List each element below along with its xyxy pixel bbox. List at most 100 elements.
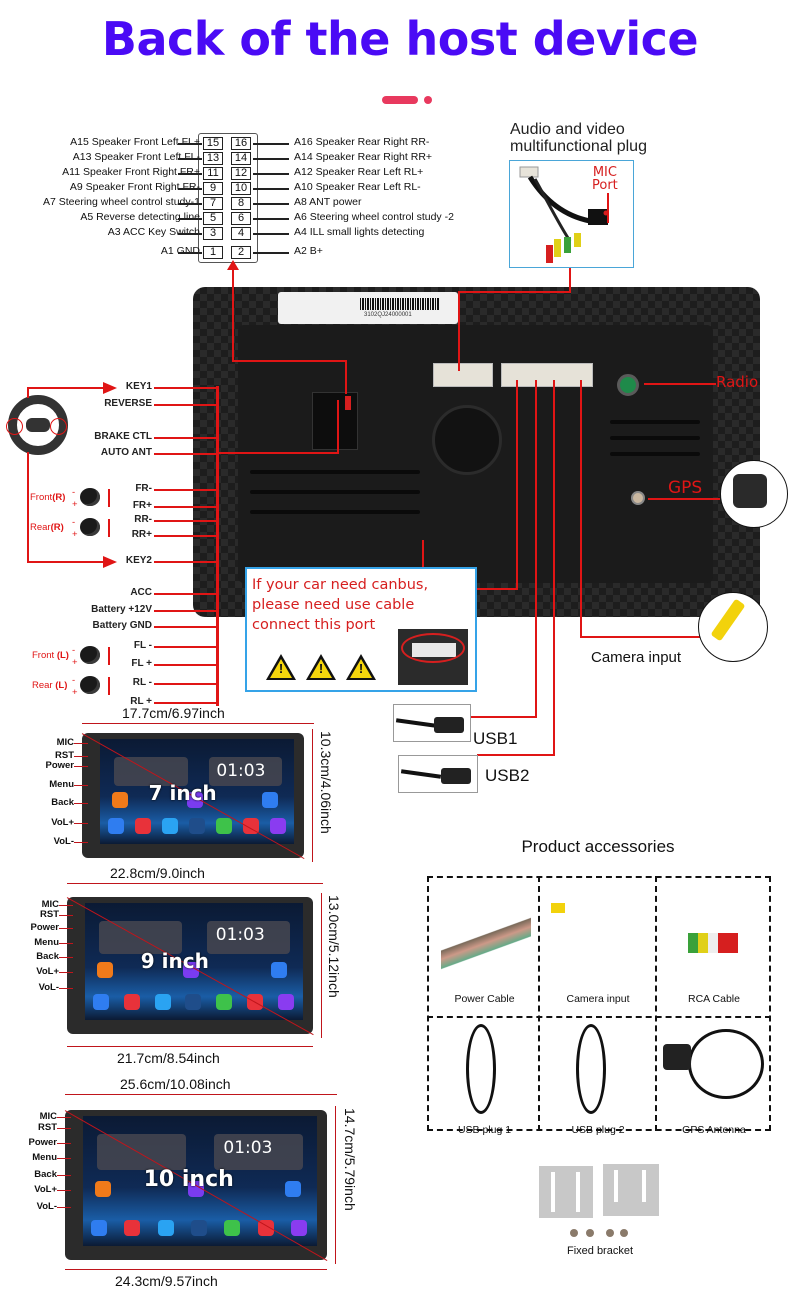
- warning-exclamation: !: [278, 661, 284, 676]
- wire-label: KEY1: [125, 381, 152, 392]
- rca-cable-icon: [688, 933, 738, 953]
- accessories-title: Product accessories: [521, 837, 675, 856]
- pin-number: 7: [203, 197, 223, 210]
- dimension-line: [321, 893, 322, 1038]
- key2-wire-down: [27, 452, 29, 562]
- speaker-label: Rear(R): [30, 522, 64, 533]
- dimension-line: [312, 729, 313, 862]
- side-button-label: VoL+: [36, 966, 59, 977]
- pin-label: A6 Steering wheel control study -2: [294, 211, 454, 223]
- pin-number: 15: [203, 137, 223, 150]
- side-button-pointer: [59, 905, 73, 906]
- wire-lead: [154, 610, 218, 612]
- screen-size-label: 7 inch: [148, 780, 217, 805]
- usb-cable: [395, 718, 437, 728]
- pin-label: A3 ACC Key Switch: [107, 226, 200, 238]
- side-button-label: VoL+: [51, 817, 74, 828]
- app-icon: [188, 818, 205, 834]
- pin-lead: [178, 188, 202, 190]
- pin-number: 4: [231, 227, 251, 240]
- harness-wire-horizontal: [232, 360, 346, 362]
- pin-lead: [178, 203, 202, 205]
- side-button-label: Back: [34, 1169, 57, 1180]
- pin-label: A14 Speaker Rear Right RR+: [294, 151, 433, 163]
- clock-time: 01:03: [223, 1138, 273, 1158]
- side-button-label: Power: [30, 922, 59, 933]
- pin-number: 14: [231, 152, 251, 165]
- side-button-label: Menu: [49, 779, 74, 790]
- canbus-line3: connect this port: [252, 617, 376, 633]
- wire-label: Battery +12V: [91, 604, 152, 615]
- main-harness-socket: [312, 392, 358, 450]
- speaker-label: Rear (L): [32, 680, 67, 691]
- wire-label: FL -: [133, 640, 152, 651]
- accessories-grid: [427, 876, 771, 1131]
- app-icon: [91, 1220, 107, 1236]
- av-plug-title-line1: Audio and video: [510, 121, 625, 138]
- wire-label: KEY2: [125, 555, 152, 566]
- vent-slot: [250, 490, 420, 494]
- bracket-slot: [642, 1170, 646, 1202]
- pin-lead: [253, 203, 289, 205]
- app-icon: [269, 818, 286, 834]
- side-button-pointer: [57, 1143, 71, 1144]
- wire-lead: [154, 506, 218, 508]
- gps-antenna-port: [631, 491, 645, 505]
- pin-lead: [253, 188, 289, 190]
- wiring-bus: [216, 386, 219, 706]
- dimension-line: [67, 1046, 313, 1047]
- speaker-side: (L): [55, 680, 68, 691]
- bracket-slot: [614, 1170, 618, 1202]
- polarity-minus: -: [72, 675, 76, 686]
- polarity-minus: -: [72, 517, 76, 528]
- steering-wheel-hub: [26, 418, 50, 432]
- width-dimension-bottom: 24.3cm/9.57inch: [115, 1273, 218, 1289]
- wire-lead: [154, 646, 218, 648]
- bus-to-harness-wire-up: [337, 400, 339, 454]
- gps-wire: [648, 498, 720, 500]
- usb1-image: [393, 704, 471, 742]
- bracket-screws: [566, 1226, 636, 1238]
- side-button-label: Back: [51, 797, 74, 808]
- usb2-wire-horizontal: [477, 754, 555, 756]
- polarity-plus: +: [72, 529, 78, 540]
- speaker-wire: [108, 489, 110, 507]
- side-button-label: RST: [55, 750, 74, 761]
- av-port-connector: [433, 363, 493, 387]
- app-icon: [108, 818, 124, 834]
- side-button-label: VoL-: [53, 836, 74, 847]
- speaker-name: Front: [30, 492, 53, 503]
- side-button-label: RST: [40, 909, 59, 920]
- pin-label: A13 Speaker Front Left FL-: [72, 151, 200, 163]
- side-button-label: Power: [45, 760, 74, 771]
- app-icon: [224, 1220, 241, 1236]
- speaker-side: (R): [50, 522, 64, 533]
- wire-label: RL +: [130, 696, 152, 707]
- wire-lead: [154, 404, 218, 406]
- clock-widget: [207, 921, 290, 954]
- harness-latch: [345, 396, 351, 410]
- wire-label: FR+: [132, 500, 152, 511]
- app-icon: [285, 1181, 301, 1197]
- speaker-side: (L): [56, 650, 69, 661]
- vent-slot: [610, 452, 700, 456]
- app-icon: [188, 1181, 205, 1197]
- wire-label: FL +: [131, 658, 152, 669]
- av-plug-title: Audio and video multifunctional plug: [510, 121, 647, 155]
- key1-wire-up: [27, 388, 29, 398]
- accessory-label: RCA Cable: [688, 993, 740, 1005]
- side-button-pointer: [59, 928, 73, 929]
- canbus-wire: [516, 380, 518, 590]
- height-dimension: 13.0cm/5.12inch: [326, 895, 342, 998]
- vent-slot: [610, 436, 700, 440]
- pin-number: 13: [203, 152, 223, 165]
- dimension-line: [65, 1269, 327, 1270]
- pin-lead: [253, 252, 289, 254]
- app-icon: [112, 791, 128, 808]
- harness-arrow-icon: [227, 260, 239, 270]
- side-button-pointer: [59, 972, 73, 973]
- radio-wire: [644, 383, 716, 385]
- side-button-pointer: [57, 1207, 71, 1208]
- app-icon: [93, 994, 109, 1010]
- pin-label: A7 Steering wheel control study-1: [42, 196, 200, 208]
